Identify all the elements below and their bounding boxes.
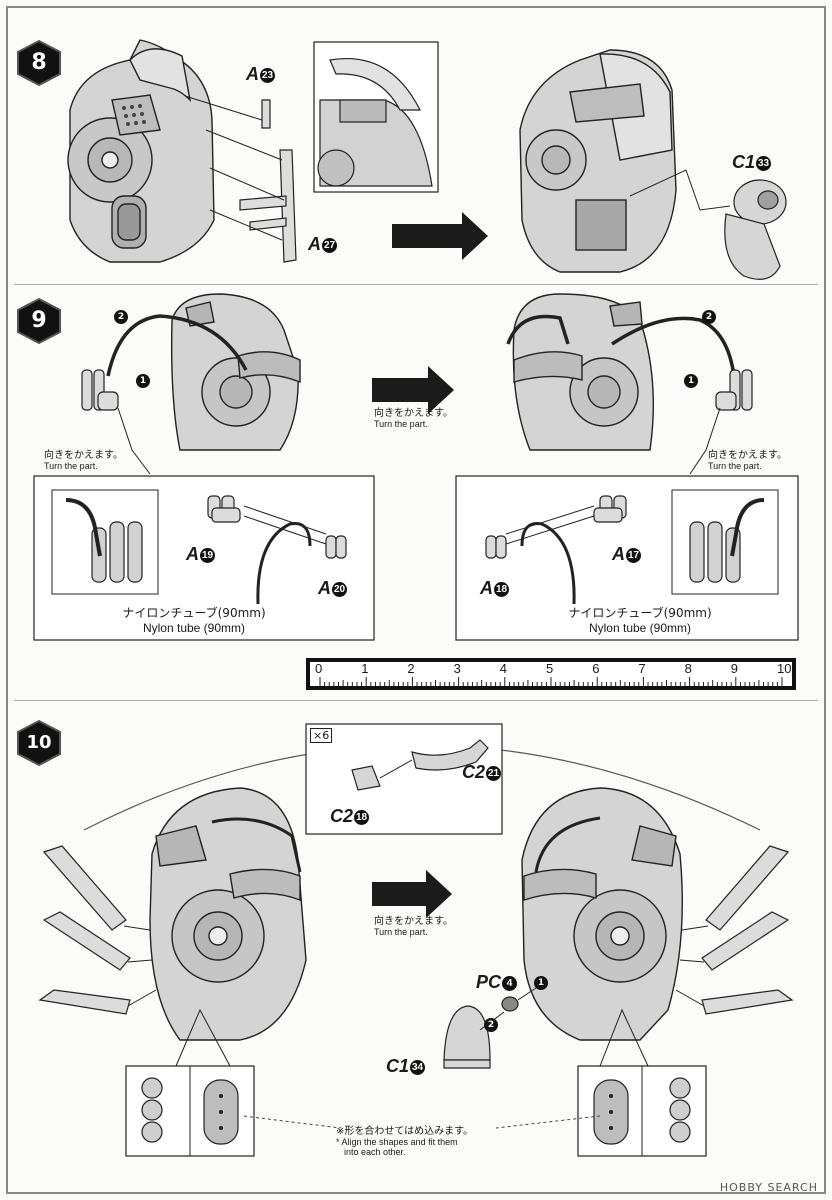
watermark: HOBBY SEARCH <box>719 1181 818 1194</box>
ruler-label: 9 <box>730 661 739 676</box>
hexagon-icon <box>17 298 61 344</box>
ruler-label: 4 <box>499 661 508 676</box>
order-2-marker: 2 <box>114 310 128 324</box>
ruler-label: 0 <box>315 661 323 676</box>
order-1-marker: 1 <box>136 374 150 388</box>
step-8-badge: 8 <box>16 40 62 86</box>
ruler-label: 1 <box>361 661 369 676</box>
ruler-label: 8 <box>684 661 692 676</box>
order-2-marker-right: 2 <box>702 310 716 324</box>
ruler-label: 10 <box>777 661 792 676</box>
ruler-label: 7 <box>638 661 646 676</box>
ruler-label: 3 <box>453 661 461 676</box>
align-note: ※形を合わせてはめ込みます。 * Align the shapes and fi… <box>336 1126 474 1157</box>
tube-caption-left: ナイロンチューブ(90mm) Nylon tube (90mm) <box>122 606 266 635</box>
step-number: 10 <box>26 732 52 753</box>
tube-caption-right: ナイロンチューブ(90mm) Nylon tube (90mm) <box>568 606 712 635</box>
ruler-ticks <box>319 677 783 686</box>
section-divider <box>14 284 818 285</box>
section-divider <box>14 700 818 701</box>
order-2-marker-10: 2 <box>484 1018 498 1032</box>
hexagon-icon <box>17 720 61 766</box>
turn-note-right: 向きをかえます。 Turn the part. <box>708 450 787 471</box>
step-number: 8 <box>31 50 47 75</box>
step-9-badge: 9 <box>16 298 62 344</box>
ruler-label: 5 <box>546 661 554 676</box>
step-number: 9 <box>31 308 47 333</box>
turn-note-step10: 向きをかえます。 Turn the part. <box>374 916 453 937</box>
step-10-badge: 10 <box>16 720 62 766</box>
step-9-illustration <box>33 293 799 641</box>
multiplier-label: ×6 <box>310 728 333 743</box>
ruler-label: 6 <box>592 661 600 676</box>
ruler-label: 2 <box>407 661 415 676</box>
hexagon-icon <box>17 40 61 86</box>
order-1-marker-right: 1 <box>684 374 698 388</box>
turn-note-center: 向きをかえます。 Turn the part. <box>374 408 453 429</box>
order-1-marker-10: 1 <box>534 976 548 990</box>
scale-ruler: 0 1 2 3 4 5 6 7 8 9 10 <box>306 658 796 690</box>
page-border <box>6 6 826 1194</box>
step-8-illustration <box>67 39 787 280</box>
turn-note-left: 向きをかえます。 Turn the part. <box>44 450 123 471</box>
